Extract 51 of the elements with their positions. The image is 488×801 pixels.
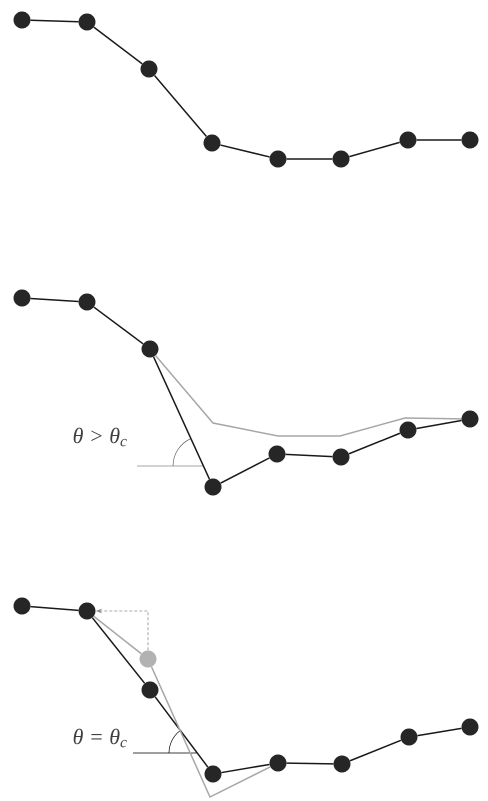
chain-link [154,75,207,137]
chain-dot [78,294,96,310]
chain-dot [14,290,30,306]
chain-link [286,762,334,765]
chain-dot [332,448,350,466]
chain-link [220,144,270,158]
ghost-chain-line [150,666,271,798]
chain-dot [400,422,416,438]
chain-link [220,457,270,484]
chain-link [286,454,332,458]
chain-dot [78,14,96,30]
chain-dot [140,650,156,668]
chain-dot [270,150,286,168]
chain-dot [204,766,222,782]
chain-link [416,139,462,141]
chain-dot [204,134,220,152]
chain-dot [270,754,286,772]
chain-dot [14,598,30,614]
chain-dot [140,60,158,78]
chain-dot [462,718,478,736]
chain-link [30,606,78,612]
angle-label: θ > θ$_{c}$ [74,428,127,446]
chain-dot [462,410,478,428]
ghost-chain-line [93,616,142,654]
chain-dot [14,12,30,28]
chain-dot [462,132,478,148]
chain-dot [334,756,350,772]
chain-link [348,432,400,454]
chain-link [221,764,270,774]
chain-link [416,420,462,430]
chain-dot [400,132,416,148]
chain-dot [204,478,222,496]
chain-dot [78,602,96,620]
chain-link [94,306,144,344]
chain-dot [268,446,286,462]
chain-link [152,356,210,480]
ghost-chain-line [155,355,462,437]
chain-link [350,740,402,762]
chain-link [30,20,78,22]
chain-dot [142,682,158,698]
chain-link [30,298,78,302]
angle-label: θ = θ$_{c}$ [74,728,127,748]
chain-link [154,696,208,768]
chain-dot [400,728,418,746]
chain-link [349,142,400,158]
chain-link [417,728,462,736]
chain-link [93,26,143,64]
chain-link [92,617,146,684]
chain-link [286,158,332,160]
chain-dot [142,340,158,358]
chain-dot [332,150,350,168]
